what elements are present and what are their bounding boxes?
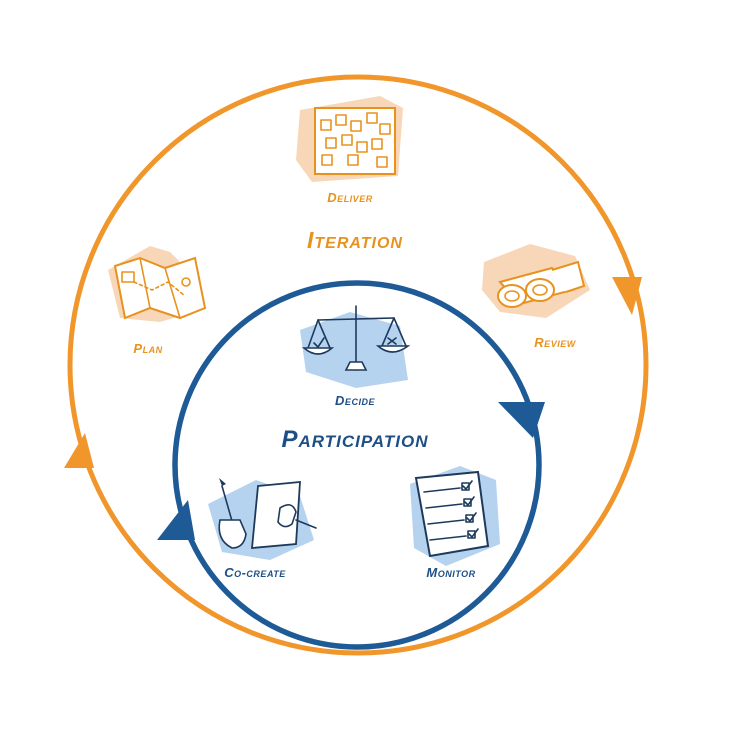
step-label-co-create: Co-create <box>224 565 286 580</box>
post-it-board-icon <box>296 96 403 182</box>
step-label-monitor: Monitor <box>426 565 475 580</box>
step-label-decide: Decide <box>335 393 375 408</box>
pen-and-paper-icon <box>208 478 317 560</box>
iteration-arrow-left <box>64 433 94 468</box>
iteration-title: Iteration <box>307 227 403 253</box>
scales-icon <box>300 305 411 388</box>
participation-arrow-right <box>498 402 545 438</box>
iteration-arrow-right <box>612 277 642 315</box>
binoculars-icon <box>482 244 590 318</box>
participation-title: Participation <box>281 426 428 453</box>
participation-arrow-left <box>157 500 195 540</box>
step-label-deliver: Deliver <box>327 190 372 205</box>
step-label-review: Review <box>534 335 576 350</box>
checklist-icon <box>410 466 500 566</box>
map-icon <box>108 246 207 322</box>
step-label-plan: Plan <box>133 341 162 356</box>
iteration-cycle-ring <box>67 74 649 656</box>
participation-cycle-ring <box>172 280 542 650</box>
